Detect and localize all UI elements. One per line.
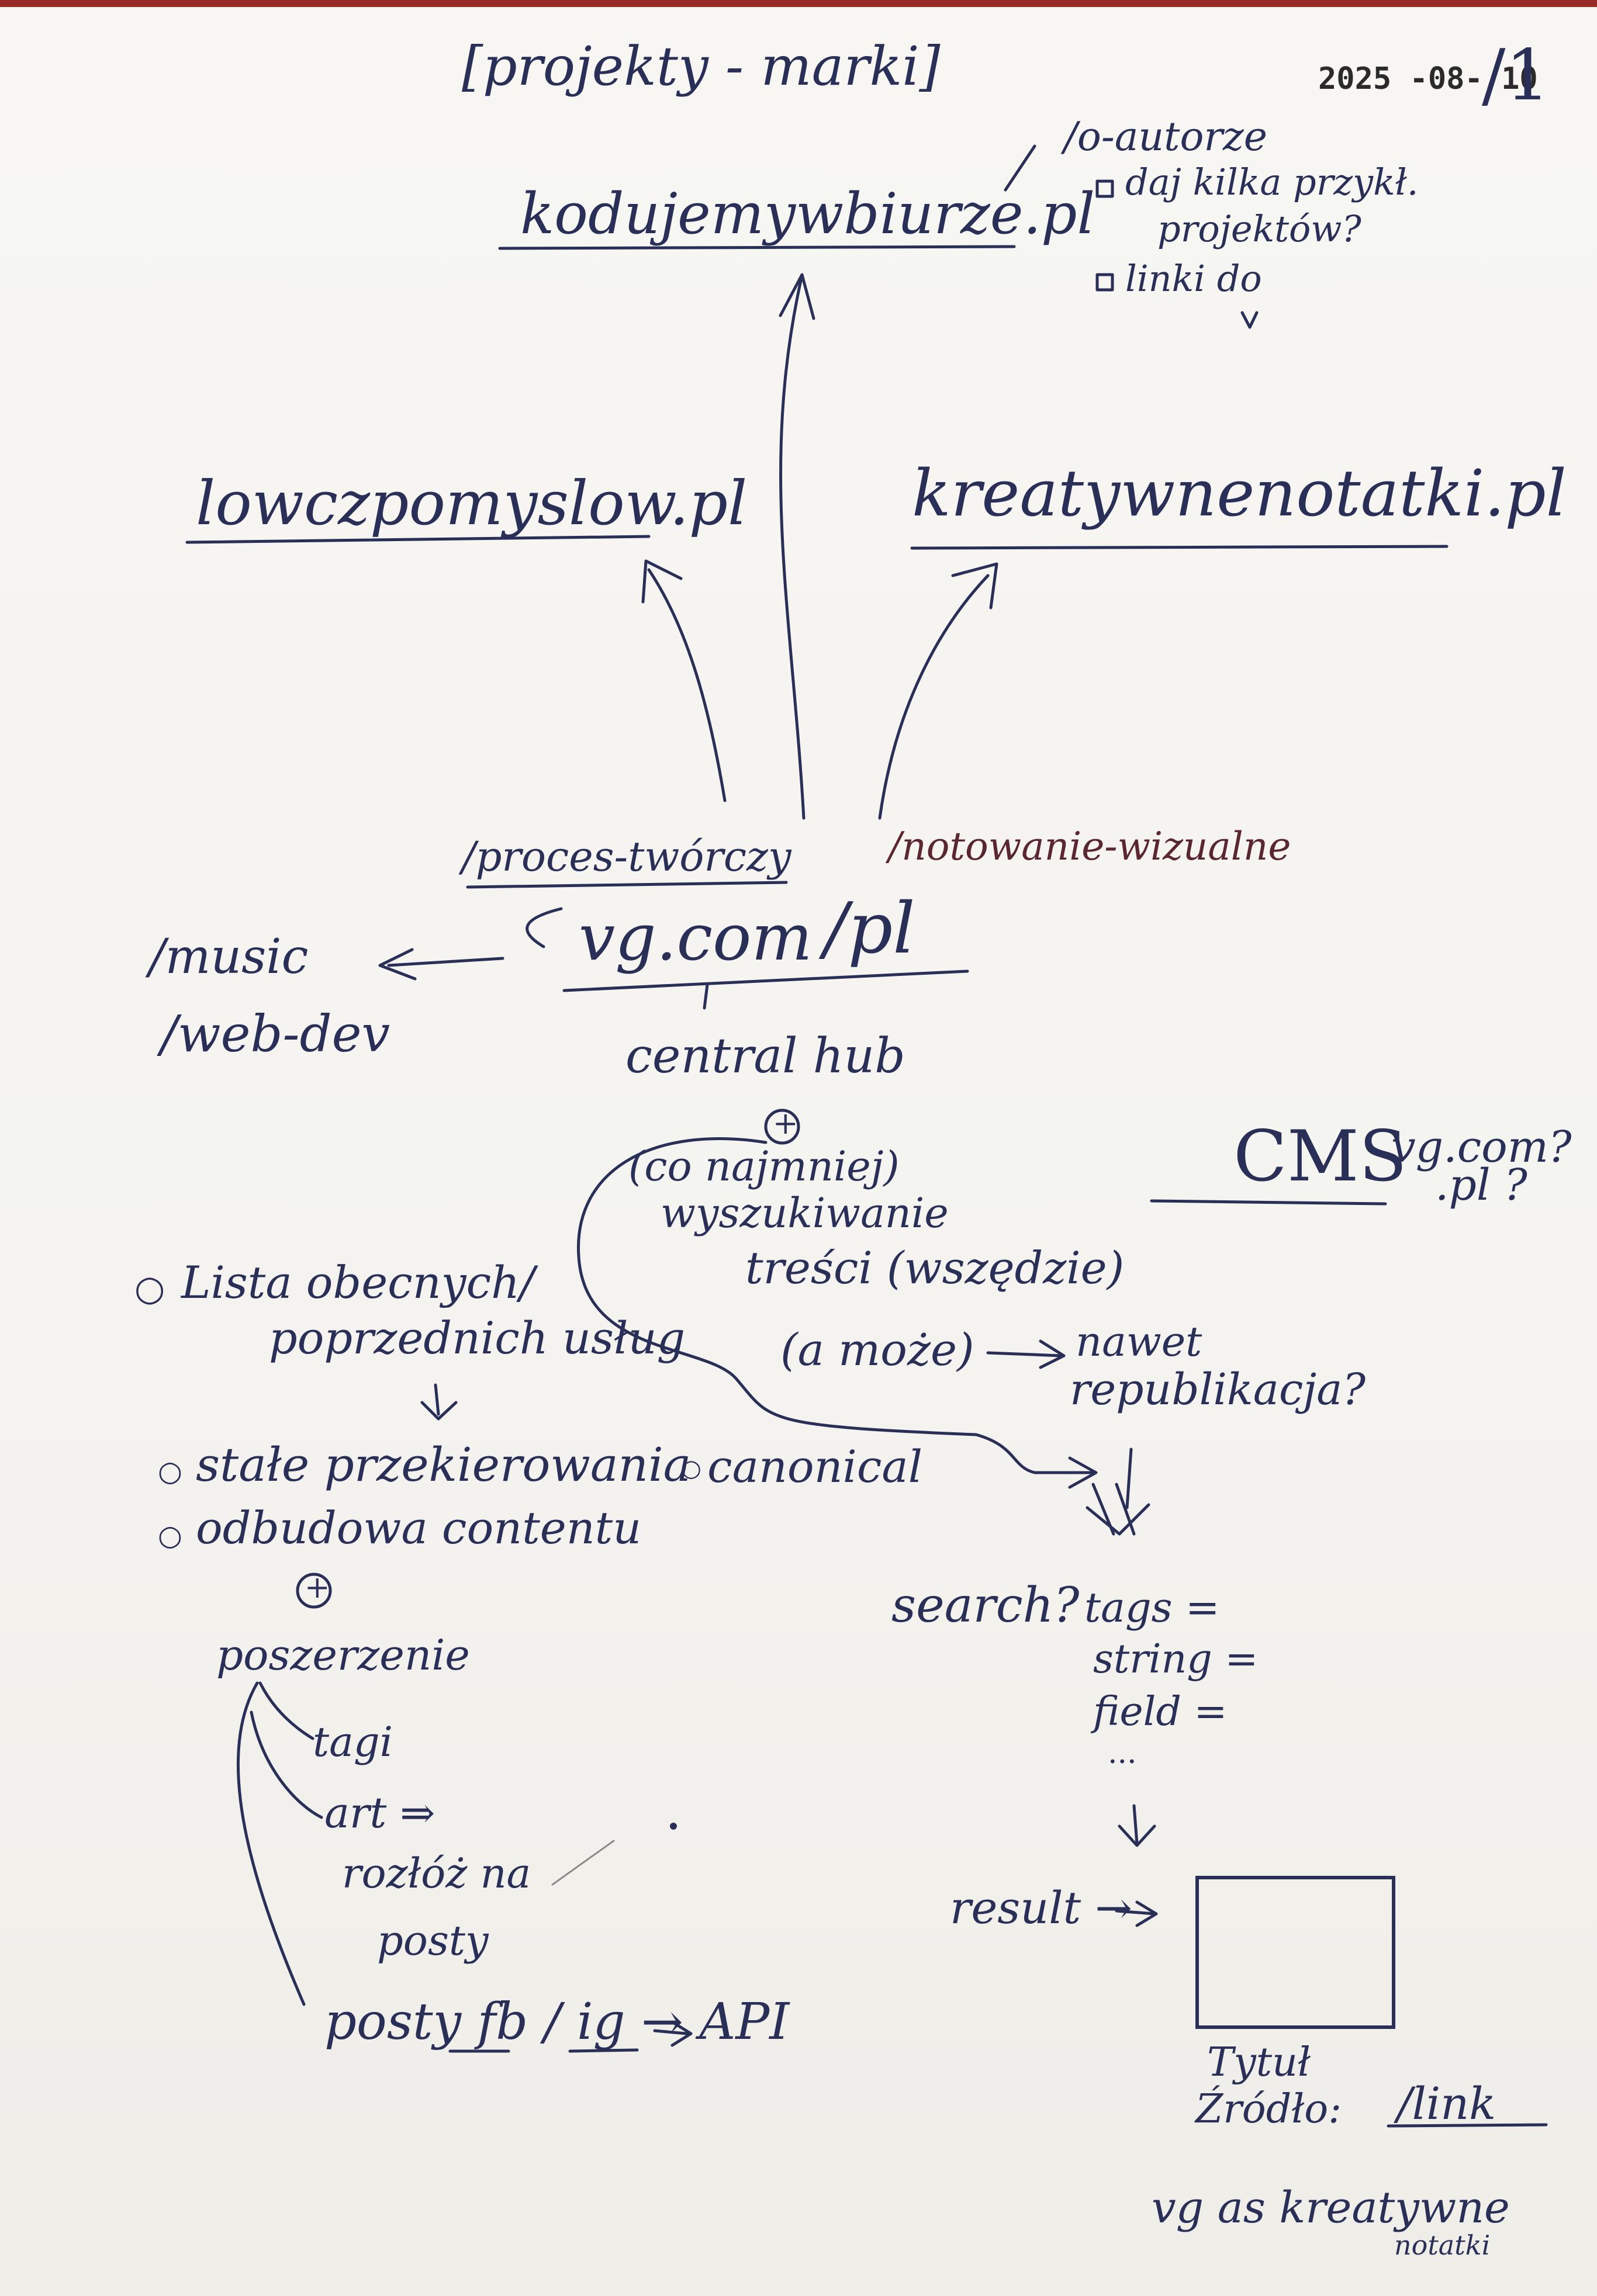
- underline-proces: [466, 881, 788, 889]
- underline-lowcza: [185, 535, 651, 544]
- result-label: result →: [950, 1882, 1132, 1934]
- services-social: posty fb / ig → API: [324, 1993, 790, 2051]
- services-posty: posty: [377, 1917, 489, 1965]
- hub-pl: /pl: [824, 888, 915, 969]
- services-rozloz: rozłóż na: [342, 1850, 531, 1897]
- result-title-label: Tytuł: [1207, 2039, 1311, 2086]
- path-music: /music: [149, 929, 309, 985]
- services-redirects: stałe przekierowania: [196, 1438, 692, 1492]
- content-loop: [577, 1137, 1095, 1474]
- underline-hub: [562, 969, 969, 992]
- underline-cms: [1150, 1199, 1387, 1206]
- search-line2: string =: [1093, 1636, 1259, 1682]
- content-line3: treści (wszędzie): [745, 1242, 1125, 1294]
- arrow-to-kodujemy: [779, 279, 806, 820]
- bullet-redirects: ○: [158, 1455, 182, 1488]
- content-plus: +: [773, 1106, 798, 1141]
- content-line5: nawet: [1076, 1318, 1202, 1366]
- services-expansion: poszerzenie: [216, 1630, 470, 1679]
- arrow-to-kreatywne: [878, 574, 990, 820]
- result-source-label: Źródło:: [1195, 2086, 1342, 2132]
- underline-kreatywne: [910, 545, 1449, 550]
- hub-site: vg.com: [579, 900, 813, 975]
- bullet-canonical: ○: [681, 1455, 701, 1482]
- footer-line1: vg as kreatywne: [1152, 2183, 1510, 2233]
- underline-link: [1387, 2123, 1548, 2128]
- cms-alt1: vg.com?: [1391, 1122, 1572, 1172]
- arrow-to-lowcza: [647, 568, 727, 802]
- author-slash: [1004, 144, 1036, 192]
- path-proces: /proces-twórczy: [462, 833, 791, 881]
- plus-circle-services: [296, 1573, 332, 1609]
- arrow-to-music: [387, 957, 504, 967]
- page-number: /1: [1482, 35, 1550, 116]
- result-box: [1195, 1876, 1395, 2029]
- site-kreatywne: kreatywnenotatki.pl: [912, 456, 1567, 531]
- expansion-bracket: [236, 1681, 306, 2006]
- search-label: search?: [891, 1578, 1080, 1633]
- path-notowanie: /notowanie-wizualne: [889, 824, 1291, 869]
- services-rebuild: odbudowa contentu: [196, 1502, 642, 1554]
- content-line2: wyszukiwanie: [661, 1189, 949, 1237]
- author-item1-line2: projektów?: [1157, 207, 1361, 250]
- site-lowcza: lowczpomyslow.pl: [196, 467, 748, 539]
- page-title: [projekty - marki]: [462, 35, 941, 98]
- search-line3: field =: [1093, 1689, 1228, 1735]
- page-top-edge: [0, 0, 1597, 7]
- search-line1: tags =: [1084, 1584, 1220, 1632]
- hub-label: central hub: [625, 1028, 905, 1084]
- plus-circle-content: [764, 1109, 800, 1145]
- author-item1-line1: daj kilka przykł.: [1125, 161, 1419, 203]
- content-line4: (a może): [780, 1324, 974, 1376]
- services-line2: poprzednich usług: [269, 1312, 686, 1364]
- bullet-services: ○: [134, 1268, 165, 1309]
- date-stamp: 2025 -08- 10: [1318, 61, 1538, 96]
- services-canonical: canonical: [707, 1440, 923, 1492]
- services-plus: +: [305, 1570, 330, 1605]
- footer-line2: notatki: [1394, 2229, 1491, 2261]
- path-webdev: /web-dev: [161, 1005, 390, 1064]
- services-line1: Lista obecnych/: [181, 1256, 535, 1308]
- checkbox-1: [1095, 179, 1114, 198]
- search-dots: ...: [1108, 1736, 1137, 1771]
- content-line6: republikacja?: [1070, 1365, 1366, 1415]
- author-path: /o-autorze: [1064, 114, 1268, 160]
- content-line1: (co najmniej): [628, 1142, 900, 1190]
- services-tags: tagi: [313, 1718, 393, 1766]
- connector-proces: [526, 907, 563, 948]
- checkbox-2: [1095, 273, 1114, 292]
- bullet-rebuild: ○: [158, 1519, 182, 1552]
- cms-alt2: .pl ?: [1435, 1160, 1527, 1210]
- author-item2: linki do: [1125, 257, 1262, 300]
- underline-kodujemy: [498, 245, 1016, 250]
- cms-label: CMS: [1233, 1116, 1407, 1197]
- site-kodujemy: kodujemywbiurze.pl: [520, 181, 1095, 247]
- services-art: art ⇒: [324, 1788, 435, 1837]
- result-source-link: /link: [1397, 2077, 1496, 2129]
